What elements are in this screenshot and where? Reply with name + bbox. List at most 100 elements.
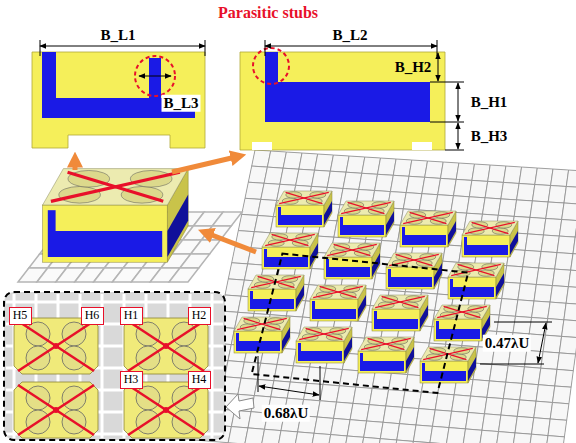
grid-cell xyxy=(378,439,397,443)
feed-cross xyxy=(299,328,349,339)
element-top xyxy=(296,327,352,341)
grid-cell xyxy=(438,178,457,195)
element-top xyxy=(310,285,366,299)
dimension-line xyxy=(265,46,437,47)
grid-cell xyxy=(314,417,334,435)
grid-cell xyxy=(571,254,576,272)
feed-point xyxy=(163,407,169,413)
grid-cell xyxy=(433,410,452,428)
extension-line xyxy=(445,150,464,151)
highlight-circle xyxy=(253,48,289,84)
inset-ground xyxy=(4,292,225,440)
antenna-element xyxy=(462,221,518,257)
element-strip xyxy=(296,285,304,309)
element-top-view xyxy=(14,318,98,374)
zoom-arrow xyxy=(226,394,254,419)
grid-cell xyxy=(435,195,454,212)
grid-cell xyxy=(334,402,353,420)
grid-cell xyxy=(562,320,576,338)
port-name: H3 xyxy=(124,373,139,386)
grid-cell xyxy=(564,187,576,205)
grid-cell xyxy=(353,387,372,405)
element-strip xyxy=(326,267,370,277)
feed-cross xyxy=(279,192,329,203)
element-strip xyxy=(264,249,267,257)
element-strip xyxy=(48,210,56,231)
grid-cell xyxy=(555,253,573,271)
grid-line xyxy=(211,294,214,438)
grid-cell xyxy=(504,266,522,284)
dimension-label: B_L1 xyxy=(100,27,135,44)
element-strip xyxy=(236,333,239,341)
port-tag: H1 xyxy=(120,307,143,325)
grid-line xyxy=(6,301,223,304)
extension-line xyxy=(480,364,544,365)
grid-cell xyxy=(369,388,388,406)
grid-cell xyxy=(344,436,363,443)
grid-cell xyxy=(393,159,412,176)
element-top xyxy=(338,201,394,215)
grid-cell xyxy=(573,237,576,255)
element-strip xyxy=(250,291,253,299)
element-front xyxy=(400,225,448,247)
element-front xyxy=(310,299,358,321)
orange-arrows xyxy=(75,156,256,252)
grid-cell xyxy=(519,167,537,185)
grid-cell xyxy=(515,416,534,434)
grid-cell xyxy=(317,401,336,419)
grid-cell xyxy=(575,221,576,239)
grid-cell xyxy=(545,319,564,337)
dimension-label: B_L2 xyxy=(332,27,367,44)
feed-cross xyxy=(341,202,391,213)
grid-cell xyxy=(541,235,559,253)
port-tag: H2 xyxy=(188,307,211,325)
element-strip xyxy=(420,305,428,329)
grid-cell xyxy=(503,166,521,184)
element-strip xyxy=(360,361,404,371)
port-name: H5 xyxy=(13,309,28,322)
grid-cell xyxy=(364,421,383,439)
element-strip xyxy=(250,299,294,309)
grid-cell xyxy=(169,268,199,282)
grid-cell xyxy=(562,203,576,221)
element-strip xyxy=(312,309,356,319)
feed-cross xyxy=(368,338,405,349)
grid-cell xyxy=(516,300,535,318)
grid-cell xyxy=(539,252,557,270)
dimension-line xyxy=(458,83,459,121)
grid-cell xyxy=(499,415,518,433)
element-top xyxy=(276,191,332,205)
element-strip xyxy=(278,207,281,215)
grid-cell xyxy=(551,169,569,187)
grid-cell xyxy=(541,352,560,370)
element-top-view xyxy=(14,382,98,438)
element-front xyxy=(462,235,510,257)
element-strip xyxy=(388,269,391,277)
feed-cross xyxy=(403,212,453,223)
grid-cell xyxy=(367,405,386,423)
grid-cell xyxy=(501,182,519,200)
grid-cell xyxy=(520,267,538,285)
element-strip xyxy=(298,351,342,361)
element-front xyxy=(434,319,482,341)
element-strip xyxy=(450,279,453,287)
grid-cell xyxy=(543,335,562,353)
grid-cell xyxy=(487,381,506,399)
antenna-element xyxy=(372,295,428,331)
feed-cross xyxy=(437,306,487,317)
grid-cell xyxy=(557,353,576,371)
element-front xyxy=(276,205,324,227)
element-top-view xyxy=(14,318,98,374)
feed-cross xyxy=(320,286,357,297)
grid-cell xyxy=(403,193,422,210)
grid-cell xyxy=(191,240,221,254)
element-strip xyxy=(510,231,518,255)
grid-cell xyxy=(532,418,551,436)
element-top xyxy=(262,233,318,247)
grid-cell xyxy=(245,428,265,443)
grid-cell xyxy=(320,385,339,403)
grid-cell xyxy=(468,396,487,414)
antenna-element xyxy=(434,305,490,341)
port-tag: H5 xyxy=(9,307,32,325)
